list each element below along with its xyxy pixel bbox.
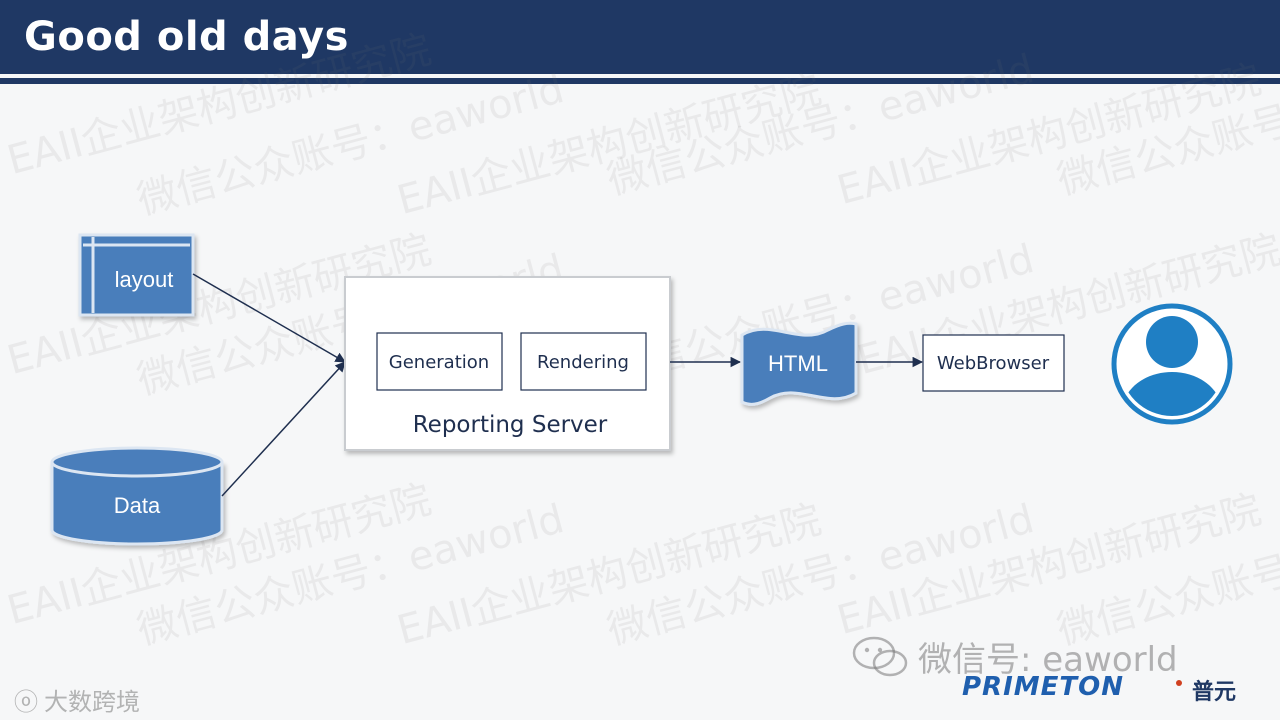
rendering-label: Rendering — [537, 352, 629, 373]
wechat-id-text: 微信号: eaworld — [918, 640, 1178, 680]
wechat-footer: 微信号: eaworld — [850, 632, 1178, 681]
data-node: Data — [50, 446, 224, 546]
data-label: Data — [114, 493, 161, 518]
title-bar — [0, 0, 1280, 74]
reporting-server-node: Generation Rendering Reporting Server — [344, 276, 671, 451]
bottom-left-logo-text: 大数跨境 — [44, 688, 140, 716]
html-label: HTML — [768, 351, 828, 376]
brand-dot — [1176, 680, 1182, 686]
title-rule — [0, 78, 1280, 84]
brand-logo: PRIMETON — [962, 672, 1124, 702]
bottom-left-logo-mark: ⓞ — [14, 688, 38, 716]
bottom-left-logo: ⓞ 大数跨境 — [14, 682, 140, 717]
user-icon — [1111, 303, 1233, 425]
generation-label: Generation — [389, 352, 489, 373]
generation-box — [376, 332, 503, 391]
html-node: HTML — [740, 321, 858, 406]
layout-label: layout — [115, 267, 174, 292]
brand-logo-cn: 普元 — [1192, 680, 1237, 705]
arrow-data-to-server — [221, 361, 346, 497]
web-browser-label: WebBrowser — [937, 353, 1050, 374]
rendering-box — [520, 332, 647, 391]
page-title: Good old days — [24, 14, 349, 60]
arrow-layout-to-server — [192, 273, 346, 363]
web-browser-node: WebBrowser — [922, 334, 1065, 392]
wechat-icon — [852, 636, 908, 676]
reporting-server-label: Reporting Server — [413, 412, 608, 438]
layout-node: layout — [78, 233, 195, 317]
